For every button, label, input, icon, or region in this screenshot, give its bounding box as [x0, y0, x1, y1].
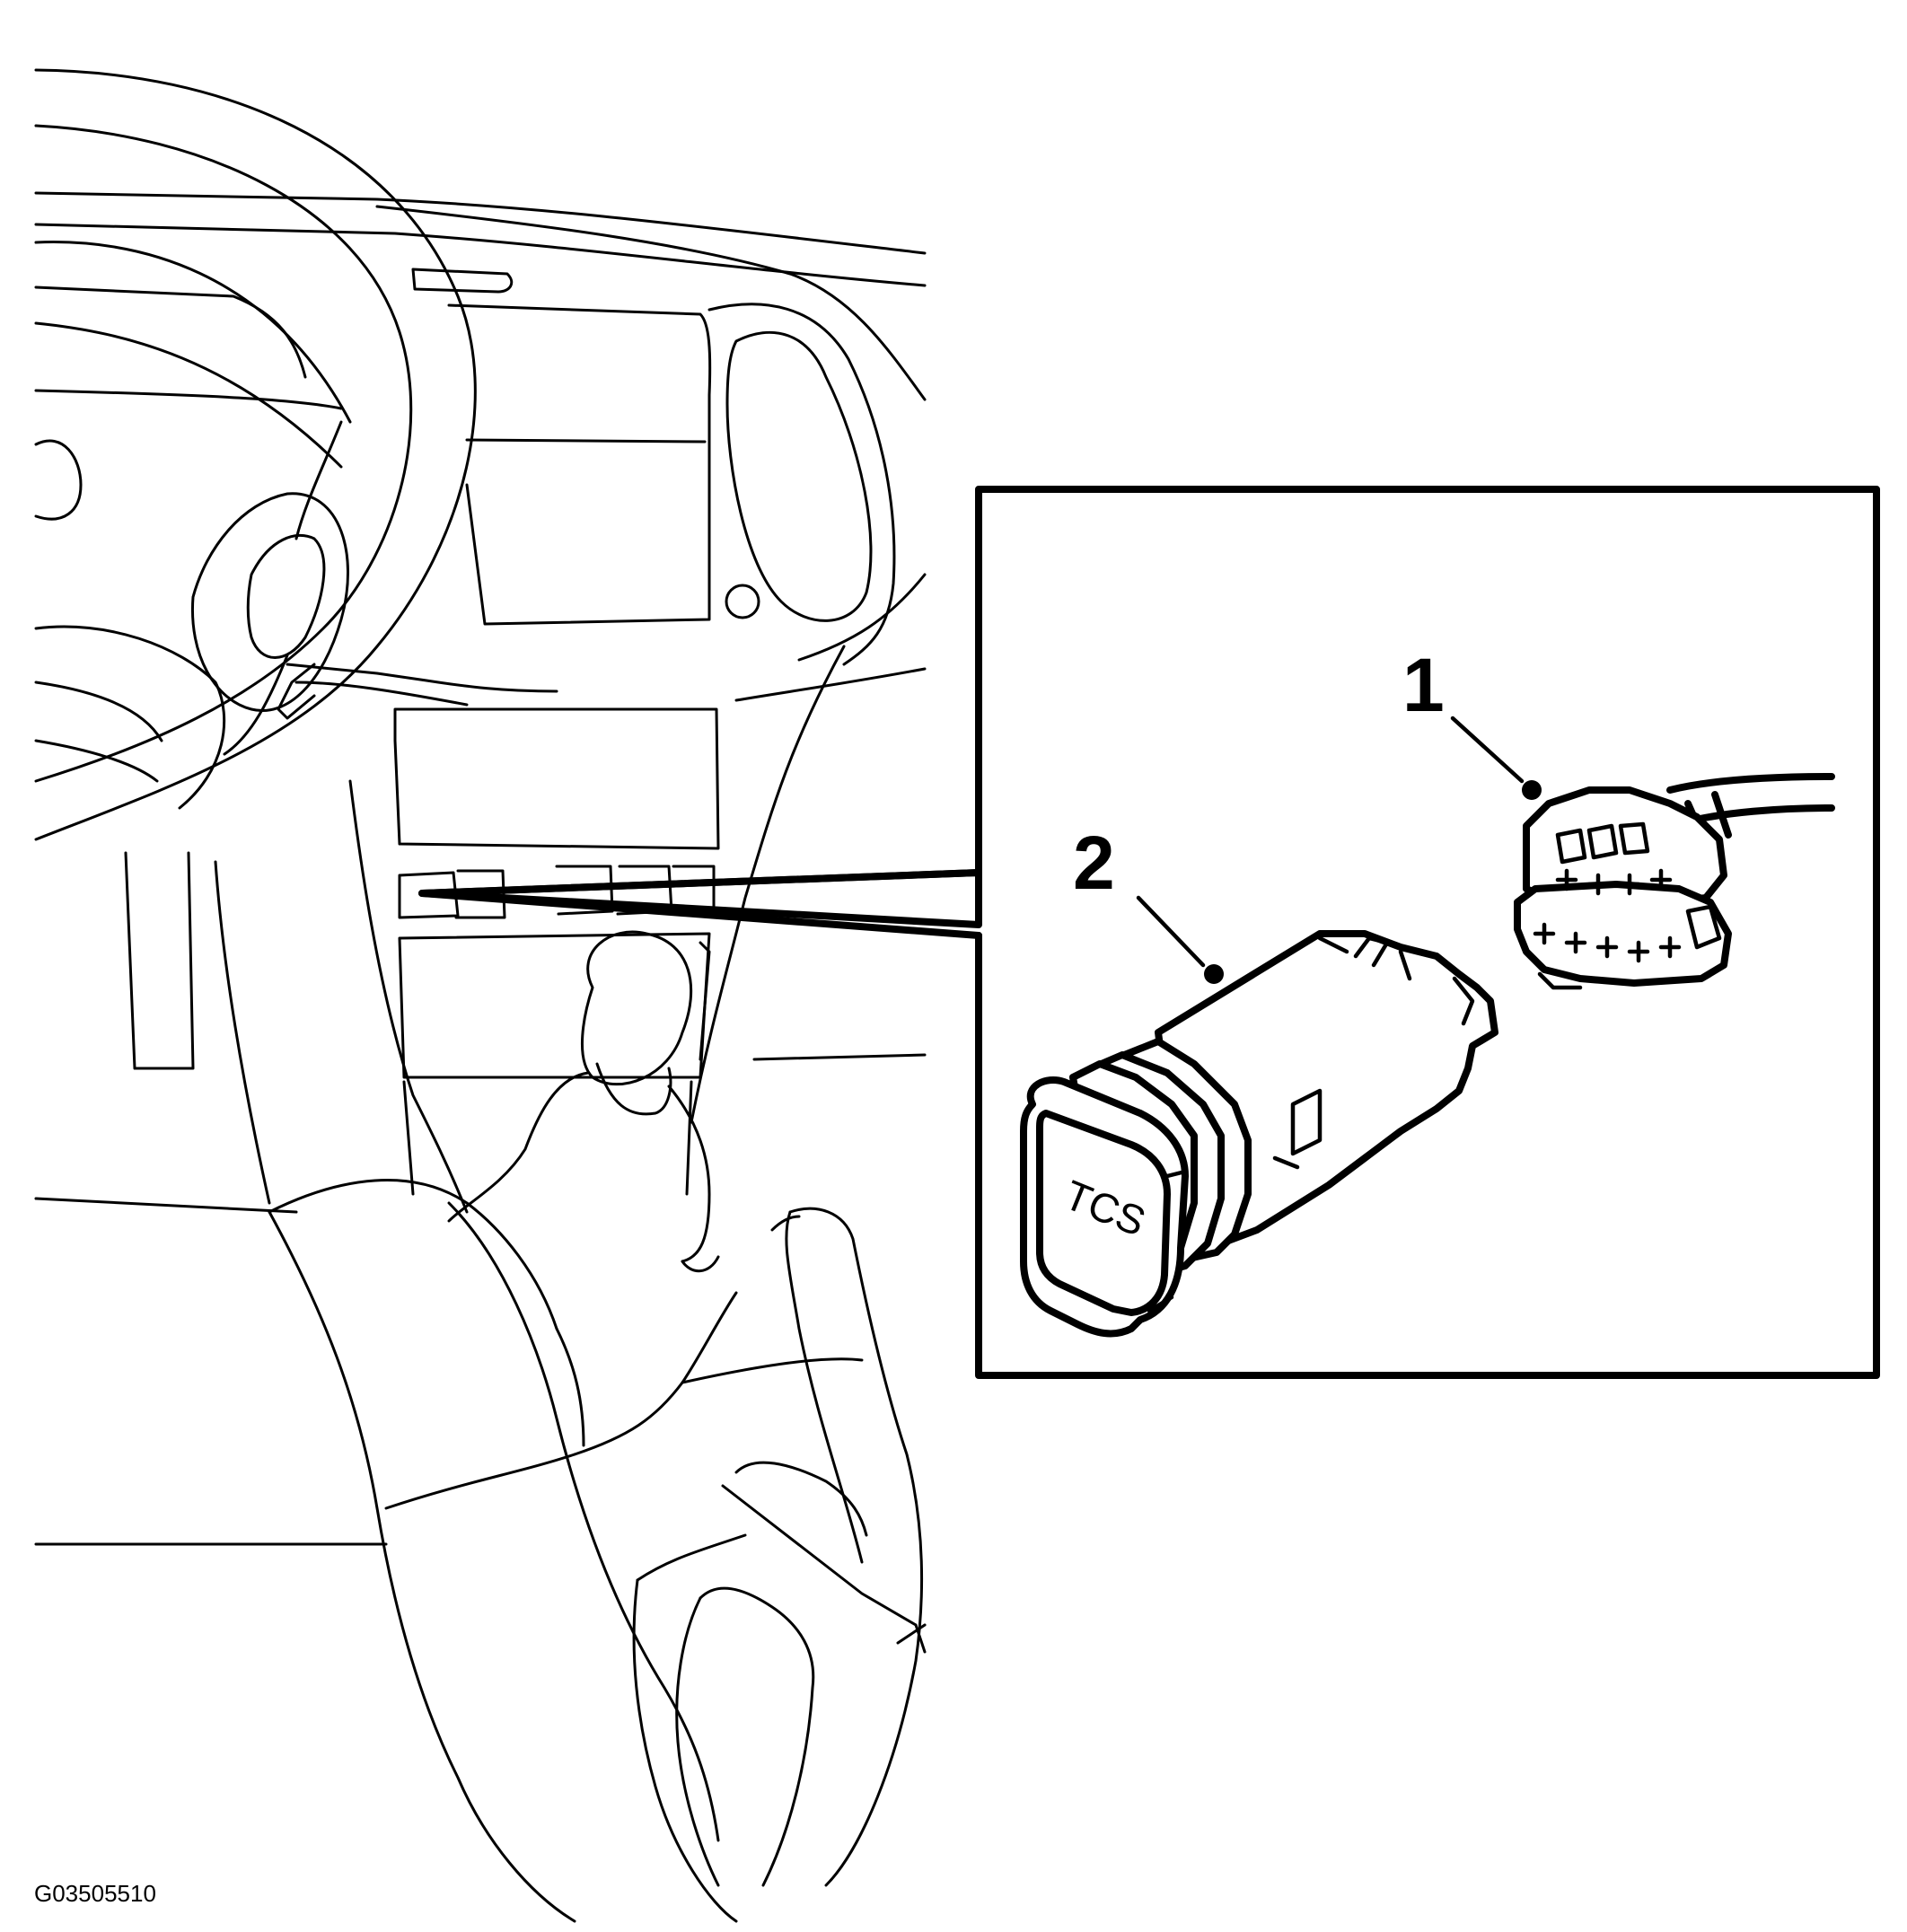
- gear-shift: [447, 930, 720, 1273]
- callout-dot-2: [1204, 964, 1224, 984]
- tcs-switch: TCS: [1020, 930, 1498, 1338]
- callout-1: 1: [1402, 643, 1542, 800]
- callout-number-2: 2: [1073, 821, 1115, 905]
- steering-column: [124, 492, 349, 1070]
- callout-number-1: 1: [1402, 643, 1445, 727]
- inset-frame: [975, 486, 1880, 1379]
- steering-wheel: [34, 68, 477, 841]
- callout-dot-1: [1522, 780, 1542, 800]
- leader-lines: [418, 869, 982, 939]
- wiring-connector: [1514, 773, 1835, 990]
- left-vent: [34, 439, 83, 521]
- callout-2: 2: [1073, 821, 1224, 984]
- callout-leader-2: [1136, 895, 1206, 968]
- dashboard-scene: [34, 68, 982, 1923]
- dashboard-outline: [34, 191, 927, 1546]
- callout-leader-1: [1450, 716, 1525, 784]
- seat: [268, 1179, 927, 1923]
- detail-inset: 1: [975, 486, 1880, 1379]
- figure-id: G03505510: [34, 1880, 156, 1907]
